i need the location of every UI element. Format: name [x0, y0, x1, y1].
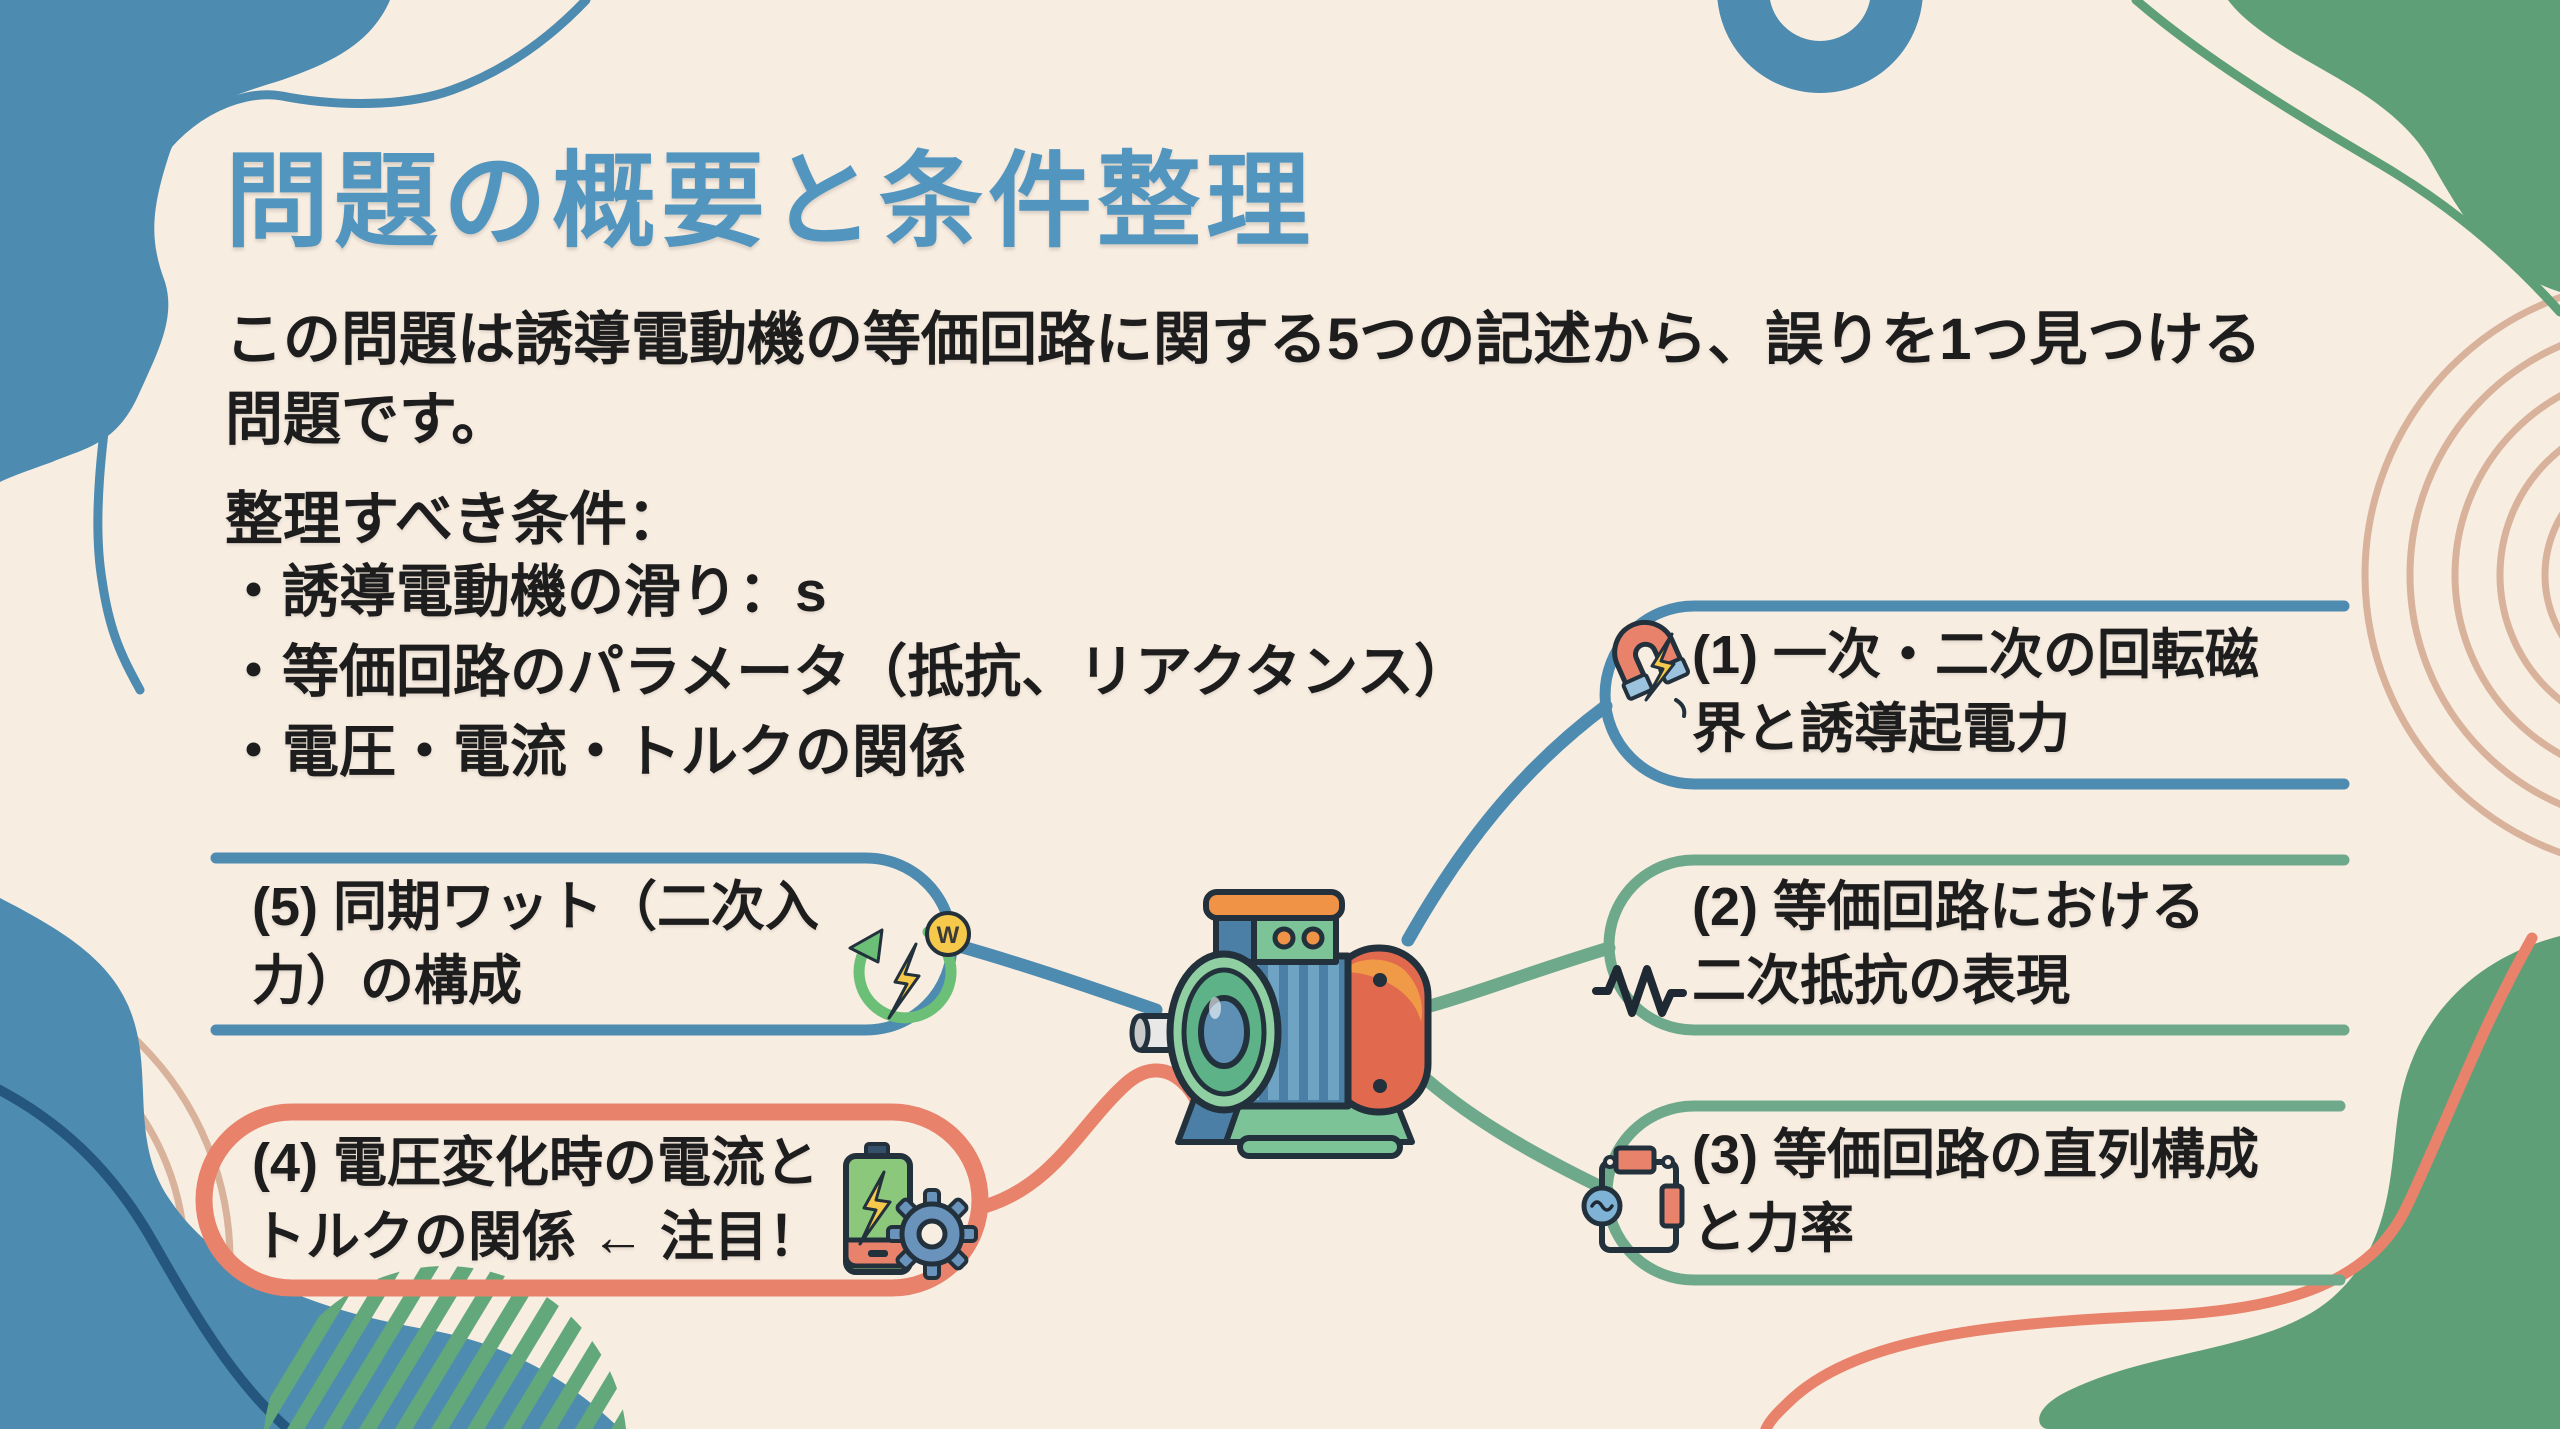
blob-top-left	[0, 0, 390, 482]
connector-node2	[1423, 941, 1616, 1013]
node-2-line-2: 二次抵抗の表現	[1692, 951, 2070, 1011]
blob-top-right	[2228, 0, 2560, 292]
battery-gear-icon	[843, 1142, 978, 1280]
salmon-curve	[1760, 932, 2538, 1429]
node-5-line-2: 力）の構成	[252, 951, 522, 1011]
node-4-label: (4) 電圧変化時の電流と トルクの関係 ← 注目！	[252, 1126, 822, 1274]
bubble-node4-border	[195, 1103, 989, 1297]
rotation-watt-icon: W	[848, 911, 971, 1024]
node-3-line-2: と力率	[1692, 1199, 1854, 1259]
node-2-line-1: (2) 等価回路における	[1692, 877, 2205, 937]
blob-top-left-outline	[93, 0, 591, 695]
node-3-line-1: (3) 等価回路の直列構成	[1692, 1125, 2259, 1185]
node-2-label: (2) 等価回路における 二次抵抗の表現	[1692, 870, 2205, 1018]
condition-item-relations: ・電圧・電流・トルクの関係	[225, 720, 966, 784]
intro-line-1: この問題は誘導電動機の等価回路に関する5つの記述から、誤りを1つ見つける	[225, 307, 2262, 372]
node-5-label: (5) 同期ワット（二次入 力）の構成	[252, 870, 819, 1018]
connector-node4	[979, 1063, 1215, 1213]
condition-item-slip: ・誘導電動機の滑り：s	[225, 560, 827, 624]
node-4-line-1: (4) 電圧変化時の電流と	[252, 1133, 819, 1193]
concentric-arcs-right	[2361, 293, 2560, 857]
bubble-node1-border	[1599, 600, 2350, 790]
page-title: 問題の概要と条件整理	[225, 144, 1316, 260]
node-1-line-1: (1) 一次・二次の回転磁	[1692, 625, 2259, 685]
blob-top-right-outline	[2131, 0, 2560, 317]
blob-bottom-right	[2039, 936, 2560, 1429]
watt-badge-label: W	[937, 922, 960, 949]
magnet-icon	[1612, 619, 1691, 718]
conditions-heading: 整理すべき条件：	[225, 487, 685, 552]
node-4-line-2: トルクの関係 ← 注目！	[252, 1207, 823, 1267]
induction-motor-illustration	[1129, 889, 1432, 1159]
node-5-line-1: (5) 同期ワット（二次入	[252, 877, 819, 937]
node-1-label: (1) 一次・二次の回転磁 界と誘導起電力	[1692, 618, 2259, 766]
resistor-icon	[1592, 965, 1687, 1017]
ring-top-center	[1717, 0, 1923, 93]
bubble-node2-border	[1603, 854, 2350, 1036]
blob-bottom-left	[0, 898, 620, 1429]
condition-item-parameters: ・等価回路のパラメータ（抵抗、リアクタンス）	[225, 640, 1472, 704]
connector-node3	[1411, 1065, 1614, 1197]
connector-node5	[945, 937, 1163, 1017]
node-3-label: (3) 等価回路の直列構成 と力率	[1692, 1118, 2259, 1266]
connector-node1	[1401, 699, 1613, 947]
intro-paragraph: この問題は誘導電動機の等価回路に関する5つの記述から、誤りを1つ見つける 問題で…	[225, 300, 2262, 460]
intro-line-2: 問題です。	[225, 387, 510, 452]
circuit-icon	[1581, 1145, 1685, 1253]
gear-icon	[886, 1188, 978, 1280]
conditions-list: ・誘導電動機の滑り：s ・等価回路のパラメータ（抵抗、リアクタンス） ・電圧・電…	[225, 552, 1471, 792]
navy-curve	[0, 1084, 293, 1429]
node-1-line-2: 界と誘導起電力	[1692, 699, 2070, 759]
